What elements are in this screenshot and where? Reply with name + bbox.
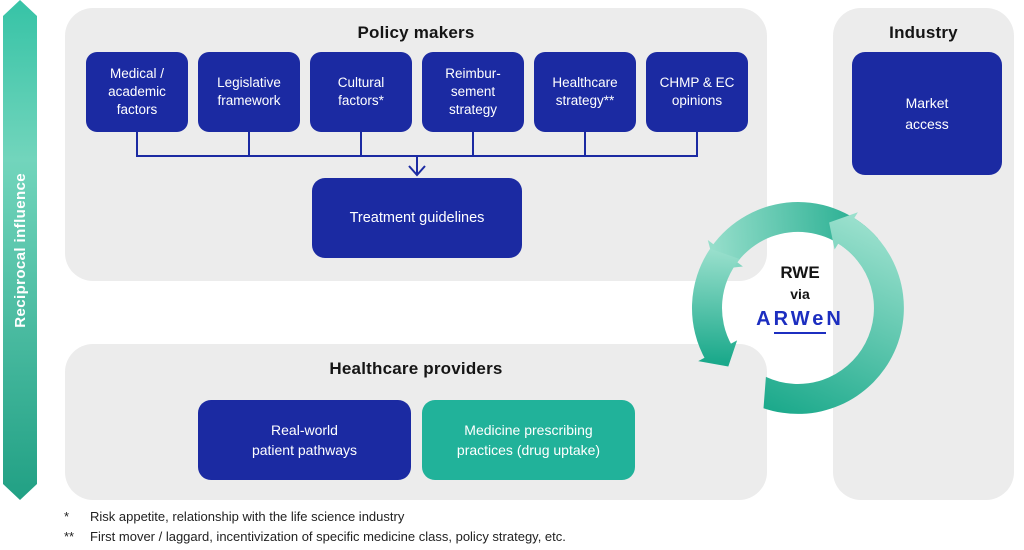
- footnote-1-text: Risk appetite, relationship with the lif…: [90, 509, 405, 524]
- prescribing-practices-box: Medicine prescribing practices (drug upt…: [422, 400, 635, 480]
- footnotes: * Risk appetite, relationship with the l…: [64, 507, 984, 547]
- reciprocal-influence-label: Reciprocal influence: [11, 172, 29, 328]
- factor-box-medical-academic: Medical / academic factors: [86, 52, 188, 132]
- factor-box-healthcare-strategy: Healthcare strategy**: [534, 52, 636, 132]
- policy-makers-title: Policy makers: [357, 23, 475, 42]
- cycle-center-text: RWE via ARWeN: [738, 263, 862, 334]
- policy-makers-panel: Policy makers Medical / academic factors…: [65, 8, 767, 281]
- arwen-logo: ARWeN: [738, 308, 862, 334]
- healthcare-providers-panel: Healthcare providers Real-world patient …: [65, 344, 767, 500]
- market-access-box: Market access: [852, 52, 1002, 175]
- factor-box-chmp-ec: CHMP & EC opinions: [646, 52, 748, 132]
- industry-panel: Industry Market access: [833, 8, 1014, 500]
- factor-box-reimbursement: Reimbur- sement strategy: [422, 52, 524, 132]
- reciprocal-influence-arrow: Reciprocal influence: [3, 0, 37, 500]
- footnote-2-text: First mover / laggard, incentivization o…: [90, 529, 566, 544]
- arwen-logo-suffix: N: [826, 308, 844, 330]
- healthcare-providers-title: Healthcare providers: [329, 359, 503, 378]
- rwe-label: RWE: [780, 263, 820, 282]
- footnote-2-marker: **: [64, 529, 75, 544]
- treatment-guidelines-box: Treatment guidelines: [312, 178, 522, 258]
- via-label: via: [790, 286, 810, 302]
- footnote-1-marker: *: [64, 509, 70, 524]
- factor-box-legislative: Legislative framework: [198, 52, 300, 132]
- real-world-pathways-box: Real-world patient pathways: [198, 400, 411, 480]
- arwen-logo-underlined: RWe: [773, 308, 827, 334]
- arwen-logo-prefix: A: [756, 308, 774, 330]
- factor-box-cultural: Cultural factors*: [310, 52, 412, 132]
- footnote-1: * Risk appetite, relationship with the l…: [64, 507, 984, 527]
- footnote-2: ** First mover / laggard, incentivizatio…: [64, 527, 984, 547]
- industry-title: Industry: [889, 23, 958, 42]
